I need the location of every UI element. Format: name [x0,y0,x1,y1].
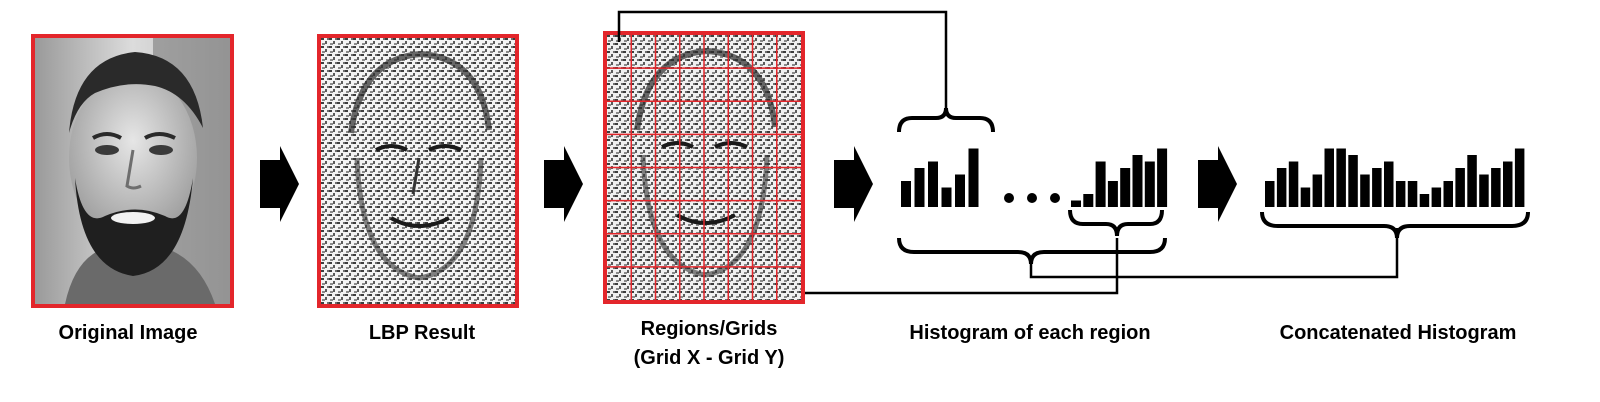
histogram-bar [1095,161,1106,207]
histogram-bar [1120,168,1131,207]
original-image-label: Original Image [58,322,198,344]
histogram-bar [901,181,911,207]
histogram-bar [955,174,965,207]
histogram-bar [1324,148,1334,207]
histogram-bar [1479,174,1489,207]
histogram-bar [1336,148,1346,207]
connector-last-region [805,238,1119,295]
histogram-bar [1419,194,1430,207]
lbp-result-label: LBP Result [368,322,476,344]
histogram-bar [1455,168,1465,207]
histogram-bar [1276,168,1287,207]
histogram-bar [1157,148,1168,207]
histogram-bar [1312,174,1323,207]
connector-first-region [617,10,948,110]
histogram-first-region [901,148,979,207]
arrow-right-icon [544,146,583,222]
histogram-bar [1083,194,1094,207]
histogram-bar [1503,161,1513,207]
histogram-bar [1443,181,1453,207]
concatenated-histogram-label: Concatenated Histogram [1279,322,1517,344]
histogram-bar [1265,181,1275,207]
lbp-texture-image [321,38,515,304]
histogram-bar [941,187,952,207]
histogram-bar [1372,168,1382,207]
histogram-bar [968,148,979,207]
histogram-bar [1071,200,1081,207]
regions-grid-frame [603,31,805,304]
region-grid-lines [607,35,801,300]
brace-last-region [1068,209,1164,237]
connector-concatenation [1029,228,1399,279]
lbp-result-frame [317,34,519,308]
brace-first-region [897,107,995,133]
histogram-bar [1348,155,1358,207]
grid-xy-label: (Grid X - Grid Y) [633,347,785,369]
histogram-last-region [1071,148,1168,207]
histogram-bar [928,161,938,207]
histogram-bar [1144,161,1155,207]
ellipsis-dot [1027,193,1037,203]
arrow-right-icon [1198,146,1237,222]
histogram-bar [1288,161,1299,207]
histogram-concatenated [1265,148,1525,207]
face-photo-image [35,38,230,304]
histogram-bar [1491,168,1501,207]
histogram-bar [1360,174,1370,207]
arrow-right-icon [260,146,299,222]
histogram-bar [1467,155,1477,207]
histogram-bar [1107,181,1118,207]
regions-grids-label: Regions/Grids [640,318,778,340]
histogram-bar [1431,187,1442,207]
lbp-grid-image [607,35,801,300]
arrow-right-icon [834,146,873,222]
histogram-bar [914,168,925,207]
brace-concatenated [1260,211,1530,239]
original-image-frame [31,34,234,308]
histogram-each-region-label: Histogram of each region [909,322,1151,344]
histogram-bar [1514,148,1525,207]
histogram-bar [1407,181,1418,207]
ellipsis-dot [1004,193,1014,203]
histogram-bar [1300,187,1311,207]
brace-all-regions [897,237,1167,265]
histogram-bar [1384,161,1394,207]
histogram-bar [1395,181,1406,207]
ellipsis-dot [1050,193,1060,203]
histogram-bar [1132,155,1143,207]
